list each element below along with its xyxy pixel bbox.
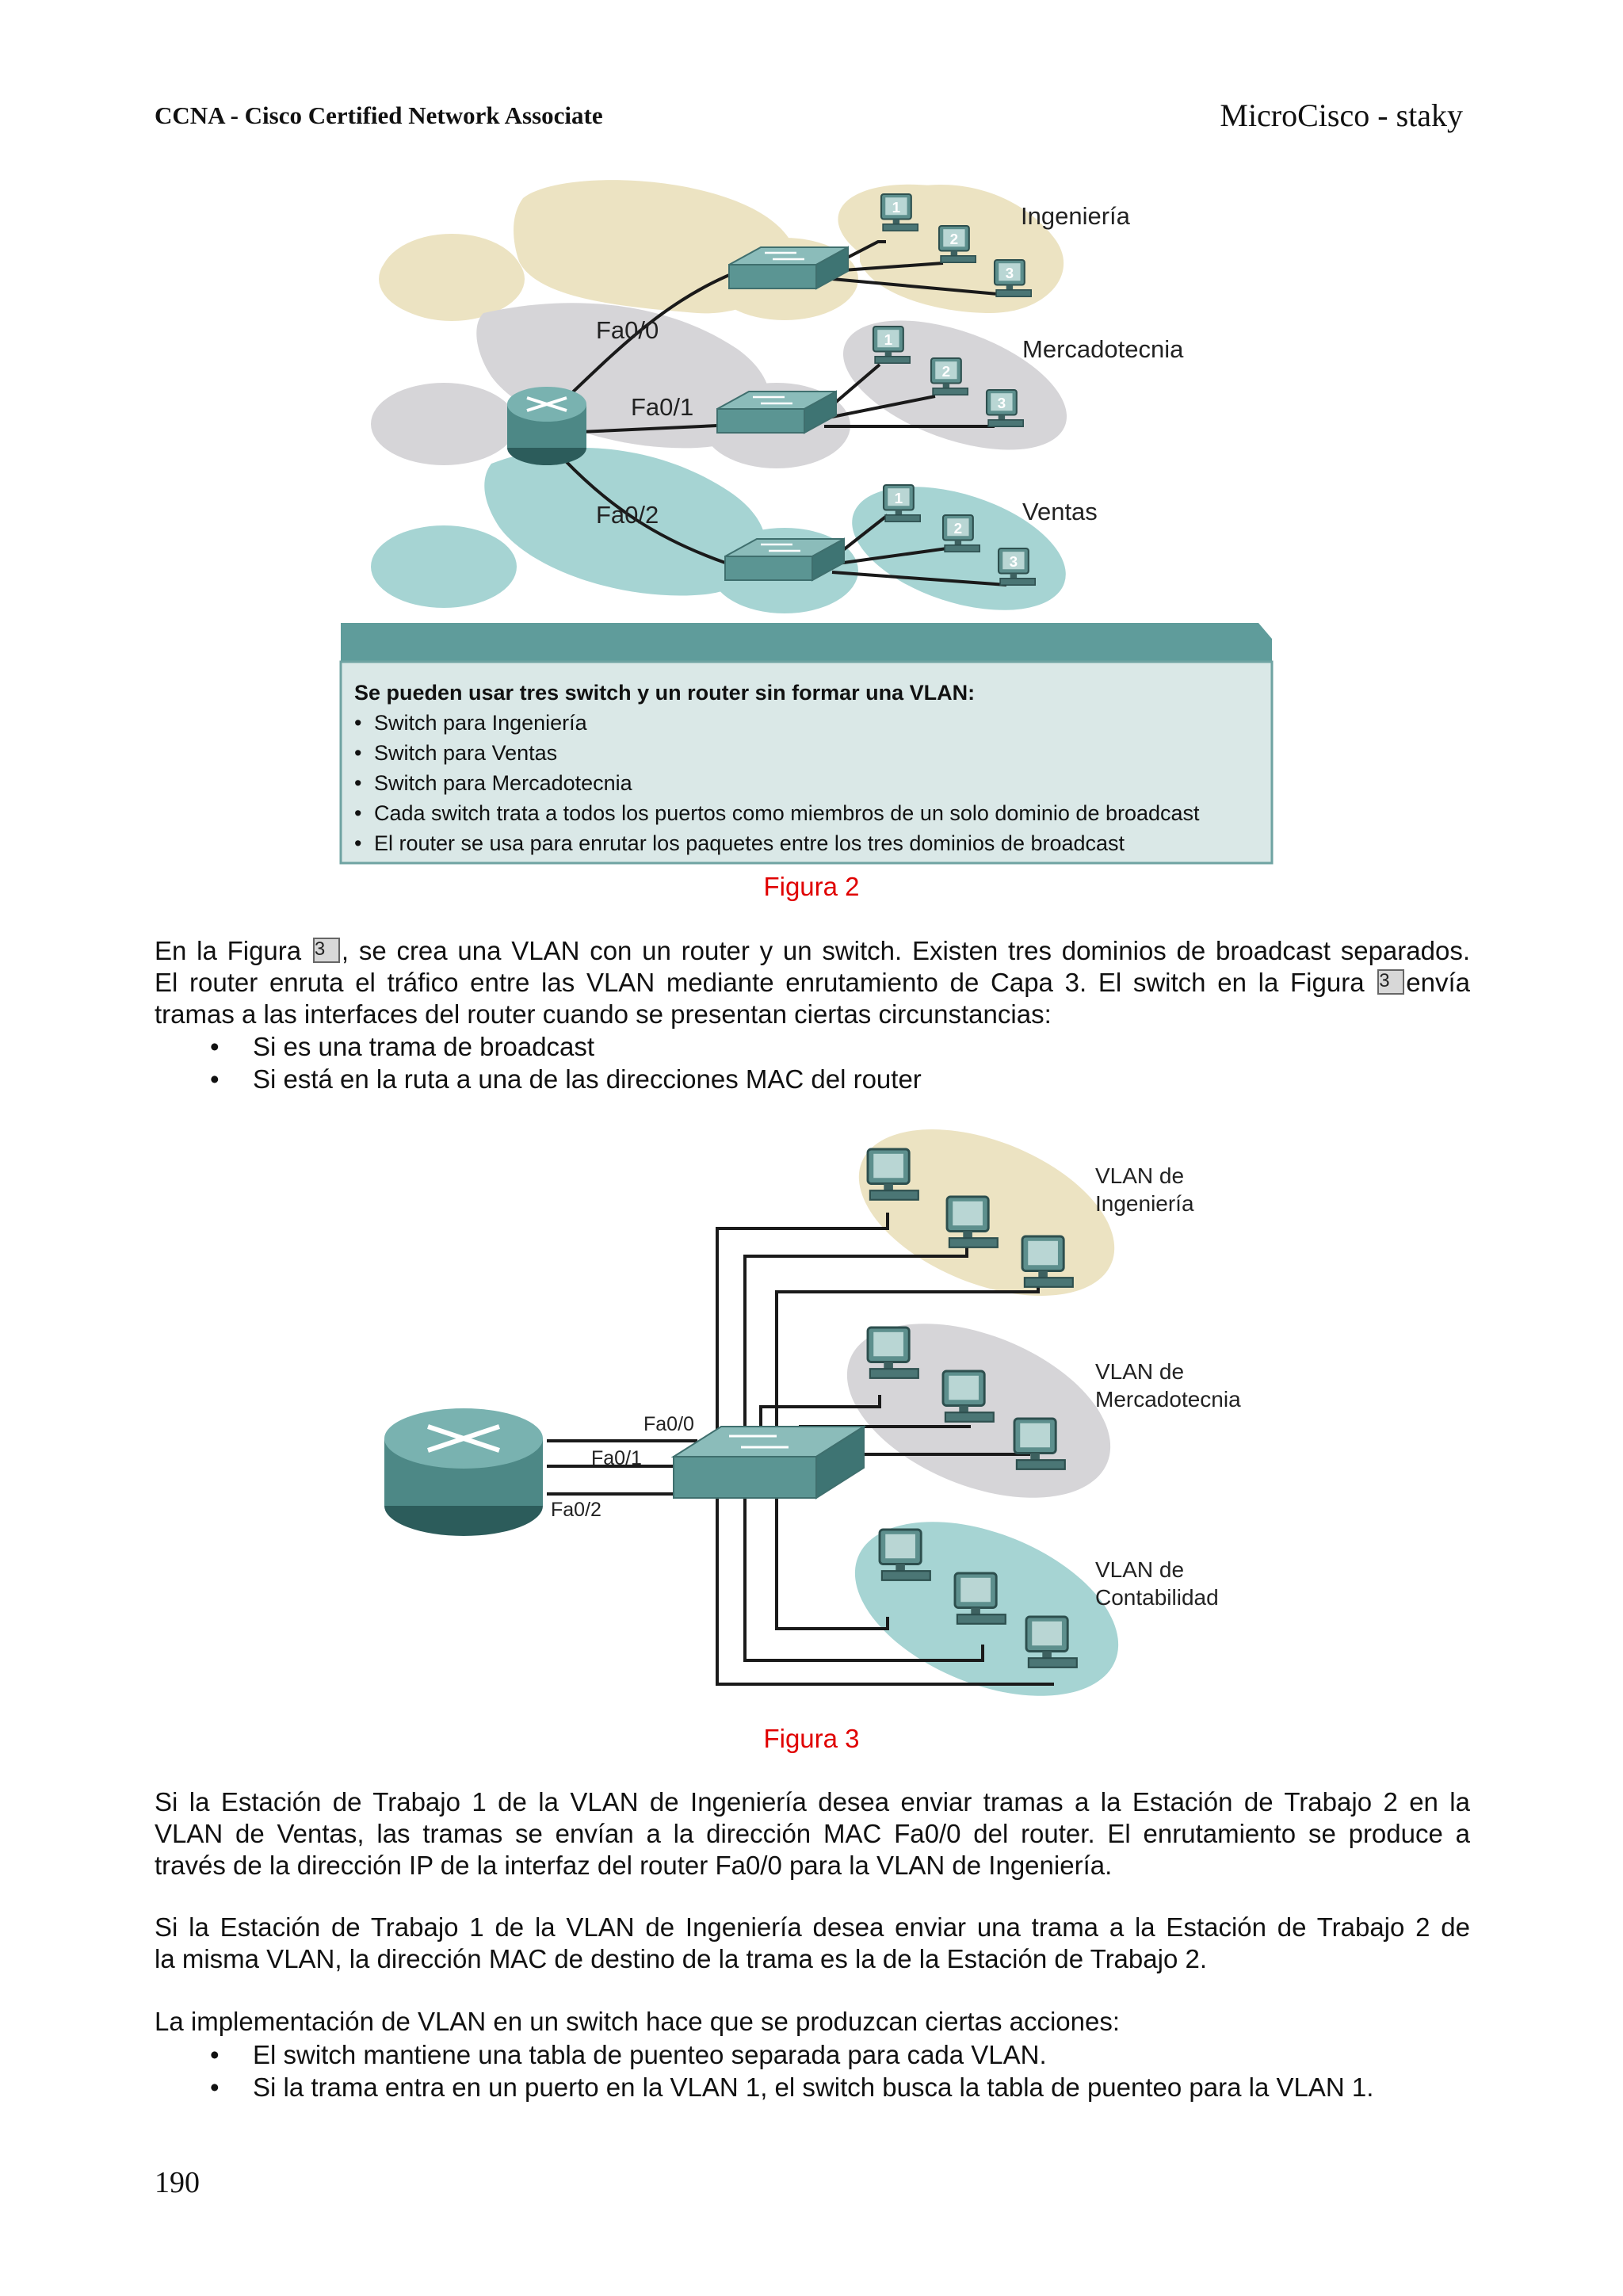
link-fa01 xyxy=(579,424,718,434)
info-box-item: Switch para Ventas xyxy=(374,741,557,765)
figure-2-caption: Figura 2 xyxy=(763,872,860,901)
link-fa00 xyxy=(563,272,734,402)
pc-number: 2 xyxy=(954,521,963,537)
pc-number: 3 xyxy=(1006,266,1014,282)
list-item: Si es una trama de broadcast xyxy=(155,1030,922,1063)
pc-icon xyxy=(945,1195,999,1248)
vlan-label-ingenieria-2: Ingeniería xyxy=(1095,1191,1194,1216)
switch-mercadotecnia-icon xyxy=(716,390,837,434)
port-label-fa00: Fa0/0 xyxy=(643,1413,694,1435)
group-label-ventas: Ventas xyxy=(1022,498,1098,525)
port-label-fa02: Fa0/2 xyxy=(596,501,659,529)
header-left: CCNA - Cisco Certified Network Associate xyxy=(155,101,603,129)
list-item: El switch mantiene una tabla de puenteo … xyxy=(155,2038,1373,2071)
figure-2-pcs: 1 2 3 1 2 3 1 2 3 xyxy=(872,193,1036,586)
pc-number: 3 xyxy=(1010,554,1018,571)
figure-3-pcs xyxy=(866,1148,1078,1668)
pc-number: 2 xyxy=(942,364,951,380)
info-box-bullet: • xyxy=(354,711,361,735)
bullet-list-2: El switch mantiene una tabla de puenteo … xyxy=(155,2038,1373,2103)
pc-icon xyxy=(1025,1615,1078,1668)
info-box-item: El router se usa para enrutar los paquet… xyxy=(374,831,1125,855)
vlan-label-contabilidad-1: VLAN de xyxy=(1095,1557,1184,1582)
port-label-fa02: Fa0/2 xyxy=(551,1499,601,1521)
pc-icon xyxy=(866,1326,919,1379)
figure-3-reference-icon[interactable]: 3 xyxy=(312,938,340,963)
info-box-item: Cada switch trata a todos los puertos co… xyxy=(374,801,1200,825)
link-fa02 xyxy=(563,458,726,564)
paragraph-2: Si la Estación de Trabajo 1 de la VLAN d… xyxy=(155,1786,1470,1881)
paragraph-2-line: través de la dirección IP de la interfaz… xyxy=(155,1851,1113,1880)
figure-2-info-box xyxy=(339,623,1274,865)
pc-icon: 1 xyxy=(872,325,911,364)
pc-icon: 2 xyxy=(941,514,980,552)
figure-2-network: 1 2 3 1 2 3 1 2 3 Ingeniería Mercadotecnia Venta… xyxy=(339,184,1274,865)
pc-number: 1 xyxy=(895,491,903,507)
ventas-halo xyxy=(484,447,766,596)
info-box-title: Se pueden usar tres switch y un router s… xyxy=(354,681,975,705)
switch-ingenieria-icon xyxy=(728,246,849,290)
pc-number: 3 xyxy=(998,395,1006,412)
pc-icon xyxy=(1021,1235,1074,1288)
paragraph-1-line-1: En la Figura 3, se crea una VLAN con un … xyxy=(155,936,1470,965)
switch-icon xyxy=(670,1425,867,1499)
switch-ventas-icon xyxy=(724,537,845,582)
page-number: 190 xyxy=(155,2166,200,2199)
paragraph-4: La implementación de VLAN en un switch h… xyxy=(155,2006,1470,2038)
pc-icon: 1 xyxy=(880,193,918,231)
figure-3-caption: Figura 3 xyxy=(763,1724,860,1753)
pc-number: 2 xyxy=(950,231,959,248)
port-label-fa01: Fa0/1 xyxy=(631,393,693,421)
vlan-label-mercadotecnia-2: Mercadotecnia xyxy=(1095,1387,1241,1412)
info-box-bullet: • xyxy=(354,831,361,855)
pc-number: 1 xyxy=(884,332,893,349)
port-label-fa01: Fa0/1 xyxy=(591,1447,642,1469)
pc-icon xyxy=(953,1572,1006,1625)
paragraph-2-line: Si la Estación de Trabajo 1 de la VLAN d… xyxy=(155,1787,1470,1817)
info-box-item: Switch para Mercadotecnia xyxy=(374,771,633,795)
pc-icon xyxy=(1013,1417,1066,1470)
router-icon xyxy=(507,387,586,465)
router-icon xyxy=(384,1408,543,1536)
vlan-label-mercadotecnia-1: VLAN de xyxy=(1095,1359,1184,1384)
figure-3-diagram: VLAN de Ingeniería VLAN de Mercadotecnia… xyxy=(384,1129,1241,1696)
paragraph-3-line: la misma VLAN, la dirección MAC de desti… xyxy=(155,1944,1207,1973)
bullet-list-1: Si es una trama de broadcast Si está en … xyxy=(155,1030,922,1095)
paragraph-3: Si la Estación de Trabajo 1 de la VLAN d… xyxy=(155,1912,1470,1975)
info-box-bullet: • xyxy=(354,741,361,765)
pc-icon xyxy=(878,1528,931,1581)
paragraph-1-line-2: El router enruta el tráfico entre las VL… xyxy=(155,968,1470,997)
paragraph-2-line: VLAN de Ventas, las tramas se envían a l… xyxy=(155,1819,1470,1848)
group-label-mercadotecnia: Mercadotecnia xyxy=(1022,335,1184,363)
pc-icon xyxy=(866,1148,919,1201)
paragraph-1-line-3: tramas a las interfaces del router cuand… xyxy=(155,999,1052,1029)
vlan-label-ingenieria-1: VLAN de xyxy=(1095,1163,1184,1188)
info-box-item: Switch para Ingeniería xyxy=(374,711,588,735)
pc-icon: 1 xyxy=(882,483,921,522)
figure-3-reference-icon-2[interactable]: 3 xyxy=(1377,969,1405,995)
group-label-ingenieria: Ingeniería xyxy=(1021,202,1131,230)
pc-icon: 3 xyxy=(993,258,1032,297)
pc-icon: 3 xyxy=(997,547,1036,586)
pc-number: 1 xyxy=(892,200,901,216)
paragraph-1: En la Figura 3, se crea una VLAN con un … xyxy=(155,935,1470,1030)
vlan-label-contabilidad-2: Contabilidad xyxy=(1095,1585,1219,1610)
figure-2-diagram xyxy=(371,180,795,608)
paragraph-3-line: Si la Estación de Trabajo 1 de la VLAN d… xyxy=(155,1912,1470,1942)
info-box-list: • Switch para Ingeniería • Switch para Vent… xyxy=(354,711,1200,855)
pc-icon xyxy=(941,1370,995,1423)
pc-icon: 2 xyxy=(938,224,976,263)
pc-icon: 2 xyxy=(930,357,968,395)
list-item: Si está en la ruta a una de las direccio… xyxy=(155,1063,922,1095)
header-right: MicroCisco - staky xyxy=(1220,97,1463,133)
port-label-fa00: Fa0/0 xyxy=(596,316,659,344)
paragraph-4-line: La implementación de VLAN en un switch h… xyxy=(155,2007,1121,2036)
info-box-bullet: • xyxy=(354,771,361,795)
list-item: Si la trama entra en un puerto en la VLA… xyxy=(155,2071,1373,2103)
info-box-bullet: • xyxy=(354,801,361,825)
pc-icon: 3 xyxy=(985,388,1024,427)
